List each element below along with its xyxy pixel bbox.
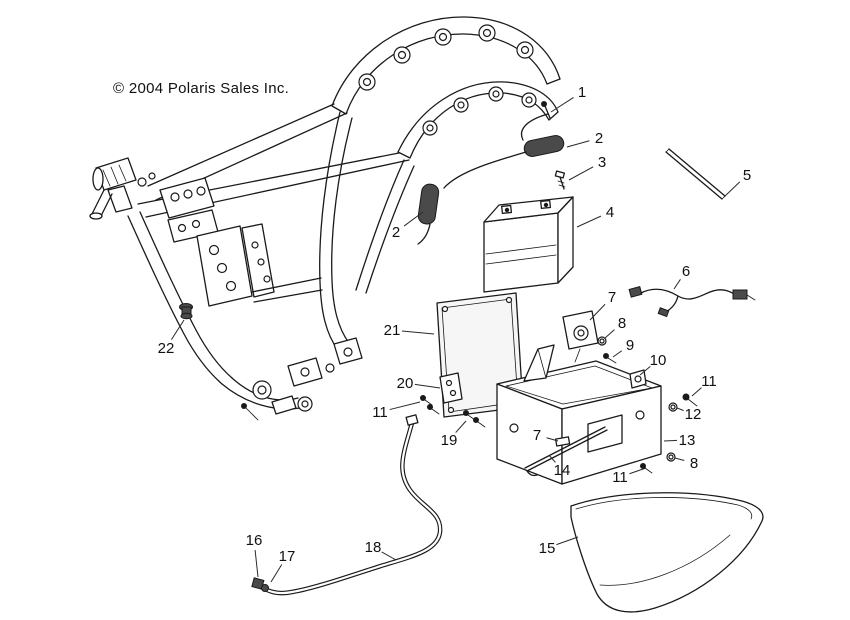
callout-leader-line bbox=[455, 420, 467, 433]
callout-leader-line bbox=[401, 330, 435, 335]
callout-leader-line bbox=[663, 439, 678, 442]
callout-label-10: 10 bbox=[650, 352, 667, 369]
callout-label-22: 22 bbox=[158, 340, 175, 357]
callout-label-2: 2 bbox=[392, 224, 400, 241]
callouts: 1234526789101112138117141119202122151617… bbox=[158, 84, 751, 583]
callout-label-12: 12 bbox=[685, 406, 702, 423]
frame-bracket-plates bbox=[159, 177, 275, 307]
callout-label-5: 5 bbox=[743, 167, 751, 184]
callout-label-8: 8 bbox=[618, 315, 626, 332]
callout-label-11: 11 bbox=[372, 404, 388, 421]
callout-label-11: 11 bbox=[701, 373, 717, 390]
frame-grommet-holes-inner bbox=[422, 86, 537, 136]
callout-leader-line bbox=[403, 211, 424, 227]
callout-leader-line bbox=[414, 383, 441, 389]
frame-grommet-holes-outer bbox=[358, 24, 534, 91]
fasteners-right bbox=[597, 336, 698, 474]
callout-leader-line bbox=[673, 279, 681, 290]
callout-leader-line bbox=[576, 215, 602, 228]
callout-leader-line bbox=[556, 536, 579, 546]
callout-label-11: 11 bbox=[612, 469, 628, 486]
support-rod bbox=[665, 148, 726, 200]
callout-label-7: 7 bbox=[608, 289, 616, 306]
callout-label-19: 19 bbox=[441, 432, 458, 449]
engine-mount-parts bbox=[241, 357, 335, 421]
wire-harness bbox=[628, 285, 756, 318]
callout-label-2: 2 bbox=[595, 130, 603, 147]
vent-hose bbox=[251, 414, 443, 596]
callout-leader-line bbox=[568, 166, 594, 181]
callout-leader-line bbox=[612, 350, 623, 358]
copyright-text: © 2004 Polaris Sales Inc. bbox=[113, 80, 289, 97]
callout-leader-line bbox=[170, 319, 185, 340]
upper-bracket bbox=[562, 310, 599, 363]
callout-leader-line bbox=[639, 366, 651, 376]
rubber-strap-upper bbox=[523, 135, 565, 157]
callout-label-17: 17 bbox=[279, 548, 296, 565]
callout-leader-line bbox=[691, 387, 702, 397]
battery-bolt bbox=[554, 170, 566, 190]
callout-leader-line bbox=[566, 140, 590, 148]
callout-leader-line bbox=[381, 551, 397, 561]
callout-leader-line bbox=[548, 454, 556, 463]
tray-cutout bbox=[587, 414, 623, 453]
callout-leader-line bbox=[676, 407, 684, 411]
callout-label-21: 21 bbox=[384, 322, 401, 339]
callout-label-1: 1 bbox=[578, 84, 586, 101]
callout-leader-line bbox=[389, 401, 421, 411]
callout-leader-line bbox=[270, 564, 283, 583]
callout-leader-line bbox=[254, 549, 259, 578]
spacer-and-rod bbox=[524, 426, 608, 477]
callout-leader-line bbox=[674, 457, 685, 461]
callout-label-9: 9 bbox=[626, 337, 634, 354]
lower-bracket bbox=[420, 372, 486, 428]
callout-label-4: 4 bbox=[606, 204, 614, 221]
frame-grommet bbox=[179, 303, 193, 320]
callout-label-3: 3 bbox=[598, 154, 606, 171]
frame-assembly-drawing bbox=[89, 16, 561, 421]
callout-label-7: 7 bbox=[533, 427, 541, 444]
side-cover bbox=[570, 492, 764, 613]
cable-and-straps bbox=[417, 101, 565, 245]
steering-head bbox=[89, 157, 156, 220]
callout-label-14: 14 bbox=[554, 462, 571, 479]
callout-label-8: 8 bbox=[690, 455, 698, 472]
callout-leader-line bbox=[723, 181, 741, 198]
rubber-strap-lower bbox=[417, 183, 440, 225]
callout-label-20: 20 bbox=[397, 375, 414, 392]
callout-label-6: 6 bbox=[682, 263, 690, 280]
battery-tray bbox=[496, 344, 662, 485]
battery bbox=[483, 196, 574, 293]
callout-label-15: 15 bbox=[539, 540, 556, 557]
callout-label-18: 18 bbox=[365, 539, 382, 556]
callout-leader-line bbox=[604, 329, 615, 339]
callout-leader-line bbox=[546, 437, 559, 442]
callout-label-16: 16 bbox=[246, 532, 263, 549]
callout-leader-line bbox=[550, 97, 574, 113]
callout-label-13: 13 bbox=[679, 432, 696, 449]
callout-leader-line bbox=[629, 467, 647, 475]
callout-leader-line bbox=[589, 303, 606, 321]
hose-end-fitting bbox=[261, 584, 269, 592]
